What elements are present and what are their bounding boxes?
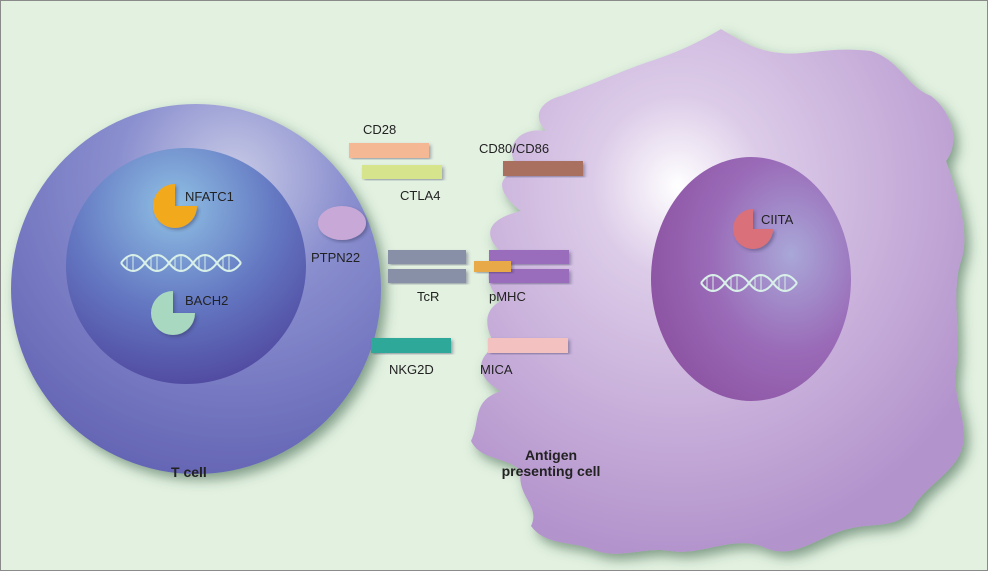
ptpn22-shape [318,206,366,240]
bach2-label: BACH2 [185,293,229,308]
peptide-bar [474,261,511,272]
mica-bar [488,338,568,353]
t-cell-nucleus [66,148,306,384]
dna-icon [120,254,242,272]
apc-label-line2: presenting cell [501,463,601,479]
nkg2d-bar [371,338,451,353]
nkg2d-label: NKG2D [389,362,434,377]
t-cell-label: T cell [171,464,207,480]
cd80-cd86-label: CD80/CD86 [479,141,550,156]
pmhc-label: pMHC [489,289,526,304]
ciita-shape [733,209,773,249]
ctla4-bar [362,165,442,179]
tcr-label: TcR [417,289,440,304]
pmhc-bar-2 [489,269,569,283]
tcr-bar-2 [388,269,466,283]
ciita-label: CIITA [761,212,794,227]
ctla4-label: CTLA4 [400,188,441,203]
apc-label-line1: Antigen [524,447,578,463]
mica-label: MICA [480,362,513,377]
nfatc1-shape [153,184,197,228]
cd28-label: CD28 [363,122,397,137]
pmhc-bar-1 [489,250,569,264]
bach2-shape [151,291,195,335]
cd28-bar [349,143,429,158]
cd80-cd86-bar [503,161,583,176]
nfatc1-label: NFATC1 [185,189,234,204]
dna-icon [700,274,798,292]
ptpn22-label: PTPN22 [311,250,361,265]
apc-label: Antigen presenting cell [471,447,631,479]
apc-nucleus [651,157,851,401]
tcr-bar-1 [388,250,466,264]
